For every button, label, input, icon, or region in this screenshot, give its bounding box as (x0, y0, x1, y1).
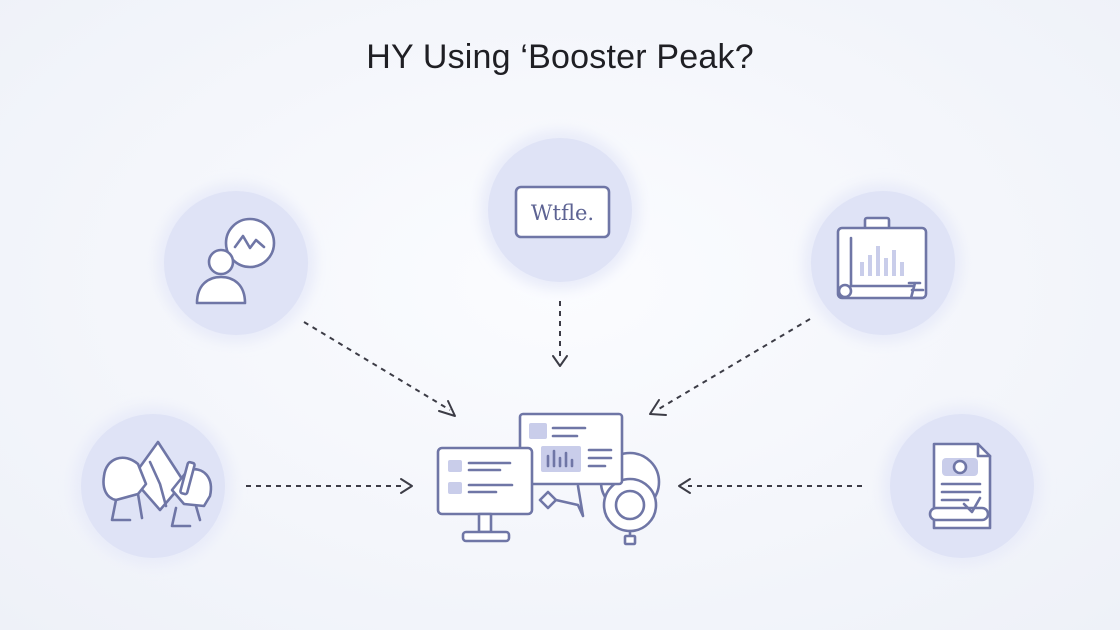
hands-document-icon (102, 440, 213, 528)
connector-top-right (649, 318, 811, 416)
connector-bottom-right (678, 478, 862, 494)
text-box-icon: Wtfle. (514, 185, 611, 239)
connector-top (552, 301, 568, 367)
node-certificate (882, 406, 1042, 566)
node-hands-document (73, 406, 233, 566)
node-user-chat (156, 183, 316, 343)
connector-top-left (303, 321, 456, 417)
monitor-dashboard-icon (436, 412, 661, 546)
node-text-box: Wtfle. (480, 130, 640, 290)
node-chart-board (803, 183, 963, 343)
connector-bottom-left (246, 478, 413, 494)
user-chat-icon (195, 217, 276, 305)
certificate-icon (928, 442, 992, 530)
chart-board-icon (836, 216, 928, 300)
node-label-text: Wtfle. (531, 201, 594, 225)
center-dashboard (436, 412, 661, 546)
page-title: HY Using ‘Booster Peak? (366, 38, 754, 76)
